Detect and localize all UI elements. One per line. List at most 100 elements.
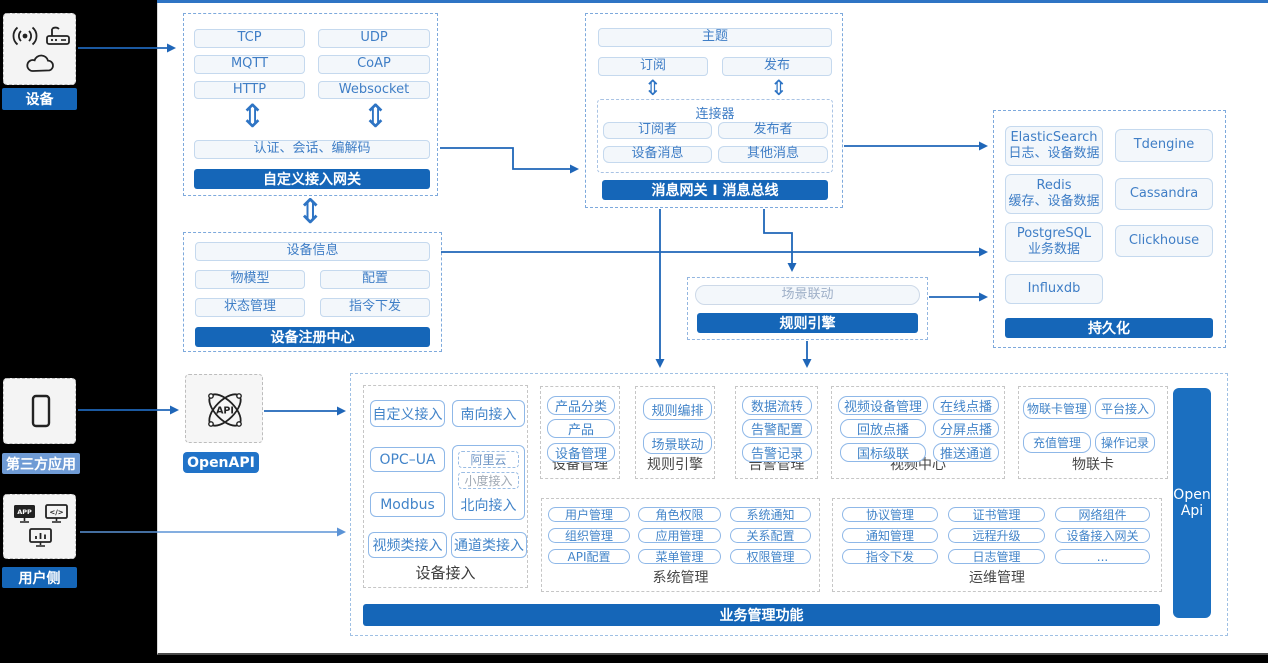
store-name: Influxdb bbox=[1027, 280, 1081, 296]
rule-engine-title-bar: 规则引擎 bbox=[697, 313, 918, 333]
code-monitor-icon: </> bbox=[45, 504, 68, 523]
app-monitor-icon: APP bbox=[14, 505, 35, 523]
store-desc: 缓存、设备数据 bbox=[1008, 194, 1100, 209]
mgmt-pill: 设备管理 bbox=[547, 443, 615, 462]
registry-title-bar: 设备注册中心 bbox=[195, 327, 430, 347]
business-footer-bar: 业务管理功能 bbox=[363, 604, 1160, 626]
message-bus-title-bar: 消息网关 I 消息总线 bbox=[602, 180, 828, 200]
user-side-label: 用户侧 bbox=[2, 567, 77, 588]
access-pill: 自定义接入 bbox=[370, 400, 445, 427]
updown-arrow-icon: ⇕ bbox=[770, 76, 788, 100]
updown-arrow-icon: ⇕ bbox=[362, 97, 389, 135]
rule-pill: 场景联动 bbox=[643, 432, 712, 454]
router-icon bbox=[46, 26, 70, 45]
video-pill: 分屏点播 bbox=[933, 419, 999, 438]
protocol-pill: UDP bbox=[318, 29, 430, 48]
section-label: 系统管理 bbox=[652, 570, 709, 586]
section-label: 物联卡 bbox=[1072, 457, 1114, 473]
section-system: 系统管理 bbox=[541, 498, 820, 592]
access-pill: Modbus bbox=[370, 492, 445, 517]
registry-pill: 物模型 bbox=[195, 270, 305, 289]
access-pill: OPC–UA bbox=[370, 447, 445, 472]
alarm-pill: 告警记录 bbox=[742, 443, 812, 462]
store-name: ElasticSearch bbox=[1010, 129, 1098, 145]
auth-pill: 认证、会话、编解码 bbox=[194, 140, 430, 159]
mgmt-pill: 产品 bbox=[547, 419, 615, 438]
store-pill: Clickhouse bbox=[1115, 225, 1213, 257]
store-name: Clickhouse bbox=[1128, 232, 1200, 248]
registry-pill: 设备信息 bbox=[195, 242, 430, 261]
section-rule-engine: 规则引擎 bbox=[635, 386, 715, 479]
protocol-pill: MQTT bbox=[194, 55, 305, 74]
ops-pill: 远程升级 bbox=[948, 528, 1045, 543]
section-label: 设备接入 bbox=[415, 564, 476, 582]
section-label: 运维管理 bbox=[969, 570, 1025, 586]
broadcast-icon bbox=[12, 26, 38, 46]
open-api-line: Open bbox=[1173, 487, 1211, 503]
scene-linkage-pill: 场景联动 bbox=[695, 285, 920, 305]
connector-pill: 设备消息 bbox=[603, 146, 712, 163]
top-accent-line bbox=[157, 0, 1268, 3]
registry-pill: 状态管理 bbox=[195, 298, 305, 317]
north-access-label: 北向接入 bbox=[460, 498, 517, 514]
connector-pill: 订阅者 bbox=[603, 122, 712, 139]
iot-card-pill: 平台接入 bbox=[1095, 398, 1155, 419]
registry-pill: 配置 bbox=[320, 270, 430, 289]
section-ops: 运维管理 bbox=[832, 498, 1162, 592]
alarm-pill: 告警配置 bbox=[742, 419, 812, 438]
system-pill: 角色权限 bbox=[638, 507, 721, 522]
updown-arrow-icon: ⇕ bbox=[296, 192, 325, 232]
third-party-icon-box bbox=[3, 378, 76, 444]
store-name: Tdengine bbox=[1133, 137, 1195, 153]
phone-icon bbox=[31, 394, 51, 428]
user-side-icon-box: APP </> bbox=[3, 494, 76, 559]
registry-pill: 指令下发 bbox=[320, 298, 430, 317]
iot-card-pill: 操作记录 bbox=[1095, 432, 1155, 453]
ops-pill: 协议管理 bbox=[842, 507, 938, 522]
section-label: 规则引擎 bbox=[647, 457, 703, 473]
ops-pill: 通知管理 bbox=[842, 528, 938, 543]
system-pill: 系统通知 bbox=[730, 507, 811, 522]
ops-pill: ... bbox=[1055, 549, 1150, 564]
openapi-icon-box: API bbox=[185, 374, 263, 443]
iot-card-pill: 物联卡管理 bbox=[1023, 398, 1091, 419]
protocol-pill: TCP bbox=[194, 29, 305, 48]
section-iot-card: 物联卡 bbox=[1018, 386, 1168, 479]
updown-arrow-icon: ⇕ bbox=[644, 76, 662, 100]
svg-text:APP: APP bbox=[17, 508, 32, 516]
store-pill: Cassandra bbox=[1115, 178, 1213, 210]
video-pill: 国标级联 bbox=[840, 443, 926, 462]
store-name: Redis bbox=[1036, 177, 1072, 193]
store-desc: 日志、设备数据 bbox=[1008, 146, 1100, 161]
cloud-icon bbox=[26, 54, 54, 72]
gateway-title-bar: 自定义接入网关 bbox=[194, 169, 430, 189]
north-sub-pill: 阿里云 bbox=[458, 451, 519, 468]
iot-card-pill: 充值管理 bbox=[1023, 432, 1091, 453]
connector-pill: 其他消息 bbox=[718, 146, 828, 163]
access-pill: 通道类接入 bbox=[451, 532, 527, 558]
updown-arrow-icon: ⇕ bbox=[239, 97, 266, 135]
video-pill: 在线点播 bbox=[933, 396, 999, 415]
publish-pill: 发布 bbox=[722, 57, 832, 76]
access-pill: 南向接入 bbox=[452, 400, 525, 427]
ops-pill: 设备接入网关 bbox=[1055, 528, 1150, 543]
system-pill: 关系配置 bbox=[730, 528, 811, 543]
subscribe-pill: 订阅 bbox=[598, 57, 708, 76]
connector-title: 连接器 bbox=[695, 107, 735, 122]
store-pill: Tdengine bbox=[1115, 129, 1213, 162]
video-pill: 推送通道 bbox=[933, 443, 999, 462]
third-party-label: 第三方应用 bbox=[2, 453, 80, 474]
access-pill: 视频类接入 bbox=[368, 532, 447, 558]
ops-pill: 日志管理 bbox=[948, 549, 1045, 564]
api-atom-icon: API bbox=[208, 393, 242, 427]
topic-pill: 主题 bbox=[598, 28, 832, 47]
protocol-pill: Websocket bbox=[318, 81, 430, 99]
persistence-title-bar: 持久化 bbox=[1005, 318, 1213, 338]
connector-pill: 发布者 bbox=[718, 122, 828, 139]
store-name: Cassandra bbox=[1129, 185, 1199, 201]
svg-text:</>: </> bbox=[49, 509, 63, 517]
ops-pill: 网络组件 bbox=[1055, 507, 1150, 522]
